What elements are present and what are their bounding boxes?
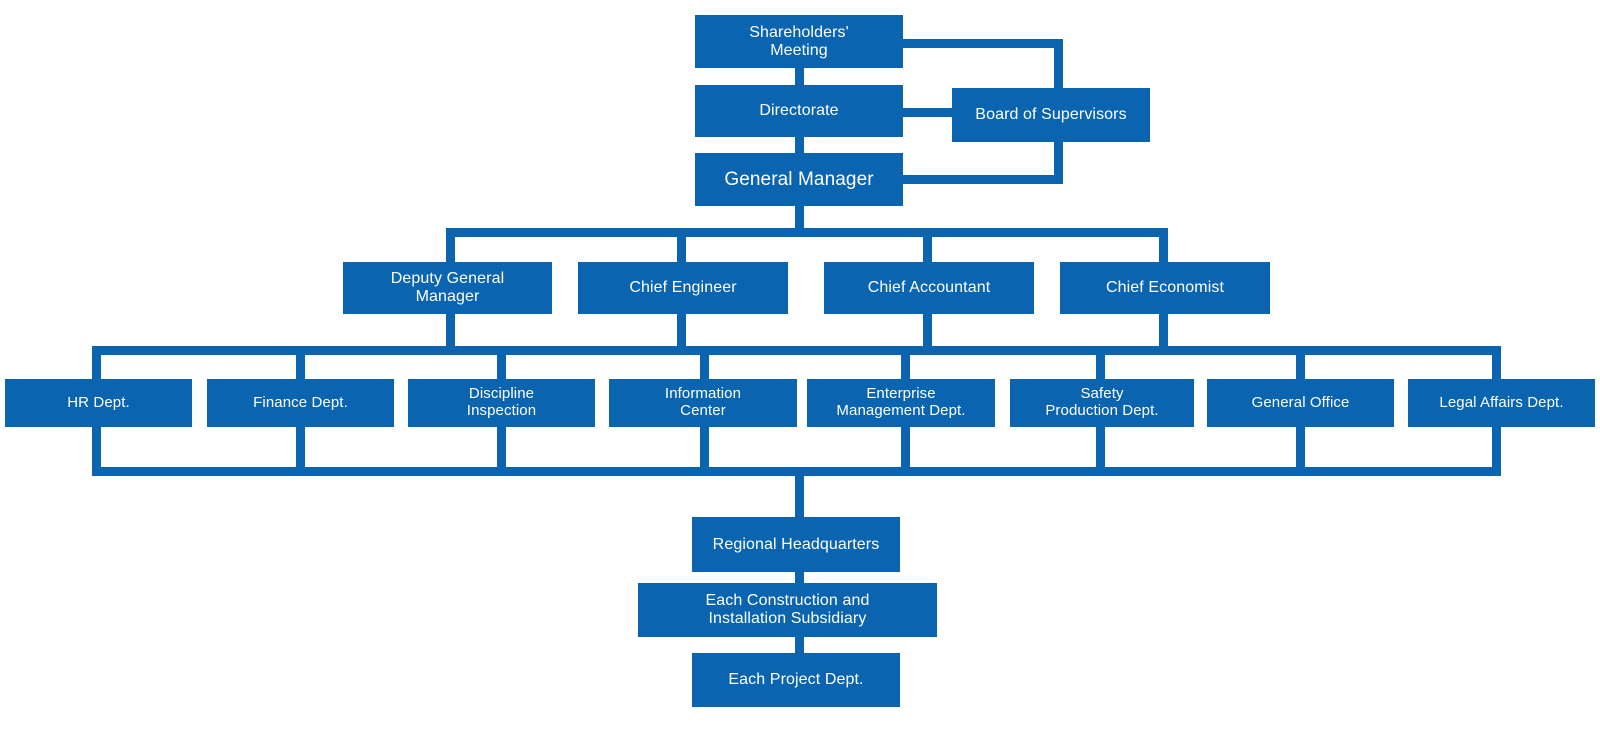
connector-regional-construction [795,572,804,583]
node-general-office: General Office [1207,379,1394,427]
connector-construction-project [795,637,804,653]
node-general-manager: General Manager [695,153,903,206]
node-label: Safety Production Dept. [1045,385,1159,419]
connector-shareholders-board-horizontal [903,39,1063,48]
node-information-center: Information Center [609,379,797,427]
node-label: HR Dept. [67,393,130,411]
node-label: Enterprise Management Dept. [836,385,966,419]
bus-department-row-bottom [92,467,1501,476]
node-label: Each Construction and Installation Subsi… [705,592,870,627]
node-chief-accountant: Chief Accountant [824,262,1034,314]
connector-bus-regional-headquarters [795,476,804,517]
connector-general-manager-bus [795,206,804,237]
node-label: Chief Economist [1106,279,1224,297]
node-legal-affairs-dept: Legal Affairs Dept. [1408,379,1595,427]
node-enterprise-management-dept: Enterprise Management Dept. [807,379,995,427]
node-label: Information Center [664,385,742,419]
node-construction-subsidiary: Each Construction and Installation Subsi… [638,583,937,637]
node-label: Each Project Dept. [728,671,864,689]
node-safety-production-dept: Safety Production Dept. [1010,379,1194,427]
node-finance-dept: Finance Dept. [207,379,394,427]
node-label: General Manager [724,168,874,190]
node-label: Shareholders' Meeting [749,23,849,59]
node-hr-dept: HR Dept. [5,379,192,427]
node-project-dept: Each Project Dept. [692,653,900,707]
connector-general-manager-board-horizontal [903,175,1063,184]
connector-directorate-board-horizontal [903,108,952,117]
node-label: Legal Affairs Dept. [1439,393,1564,411]
node-deputy-general-manager: Deputy General Manager [343,262,552,314]
node-board-of-supervisors: Board of Supervisors [952,88,1150,142]
node-label: Board of Supervisors [975,106,1127,124]
node-shareholders-meeting: Shareholders' Meeting [695,15,903,68]
node-discipline-inspection: Discipline Inspection [408,379,595,427]
node-label: Directorate [759,102,839,120]
node-label: Chief Accountant [867,279,991,297]
connector-shareholders-directorate [795,68,804,85]
node-label: Discipline Inspection [466,385,537,419]
node-label: Finance Dept. [253,393,348,411]
bus-executive-row [446,228,1168,237]
node-label: Deputy General Manager [390,270,505,305]
node-label: Regional Headquarters [712,535,880,553]
node-regional-headquarters: Regional Headquarters [692,517,900,572]
node-label: Chief Engineer [629,279,737,297]
node-label: General Office [1251,393,1350,411]
node-directorate: Directorate [695,85,903,137]
node-chief-economist: Chief Economist [1060,262,1270,314]
node-chief-engineer: Chief Engineer [578,262,788,314]
connector-directorate-general-manager [795,137,804,153]
bus-department-row-top [92,346,1501,355]
